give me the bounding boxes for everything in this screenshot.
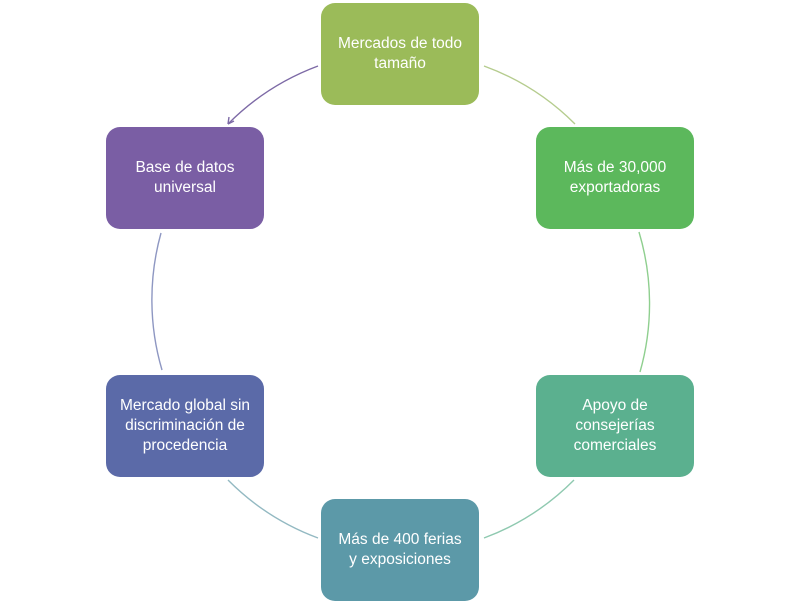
connector-arc-5-0 — [227, 65, 319, 125]
connector-arc-4-5 — [151, 232, 163, 371]
cycle-node-base-de-datos-universal: Base de datos universal — [106, 127, 264, 229]
connector-arc-3-4 — [227, 479, 319, 539]
cycle-node-mas-de-400-ferias-y-exposiciones: Más de 400 ferias y exposiciones — [321, 499, 479, 601]
cycle-node-label: Mercado global sin discriminación de pro… — [119, 397, 251, 454]
connector-arc-0-1 — [483, 65, 576, 125]
cycle-node-label: Base de datos universal — [135, 159, 235, 196]
cycle-node-mercado-global-sin-discriminacion: Mercado global sin discriminación de pro… — [106, 375, 264, 477]
cycle-node-mercados-de-todo-tamano: Mercados de todo tamaño — [321, 3, 479, 105]
cycle-node-mas-de-30000-exportadoras: Más de 30,000 exportadoras — [536, 127, 694, 229]
arrowhead-5-0 — [227, 116, 235, 125]
cycle-node-label: Apoyo de consejerías comerciales — [573, 397, 657, 454]
connector-arc-2-3 — [483, 479, 575, 539]
cycle-node-label: Más de 30,000 exportadoras — [563, 159, 667, 196]
cycle-node-apoyo-de-consejerias-comerciales: Apoyo de consejerías comerciales — [536, 375, 694, 477]
cycle-node-label: Más de 400 ferias y exposiciones — [338, 531, 462, 568]
connector-arc-1-2 — [638, 231, 651, 373]
cycle-node-label: Mercados de todo tamaño — [337, 35, 463, 72]
